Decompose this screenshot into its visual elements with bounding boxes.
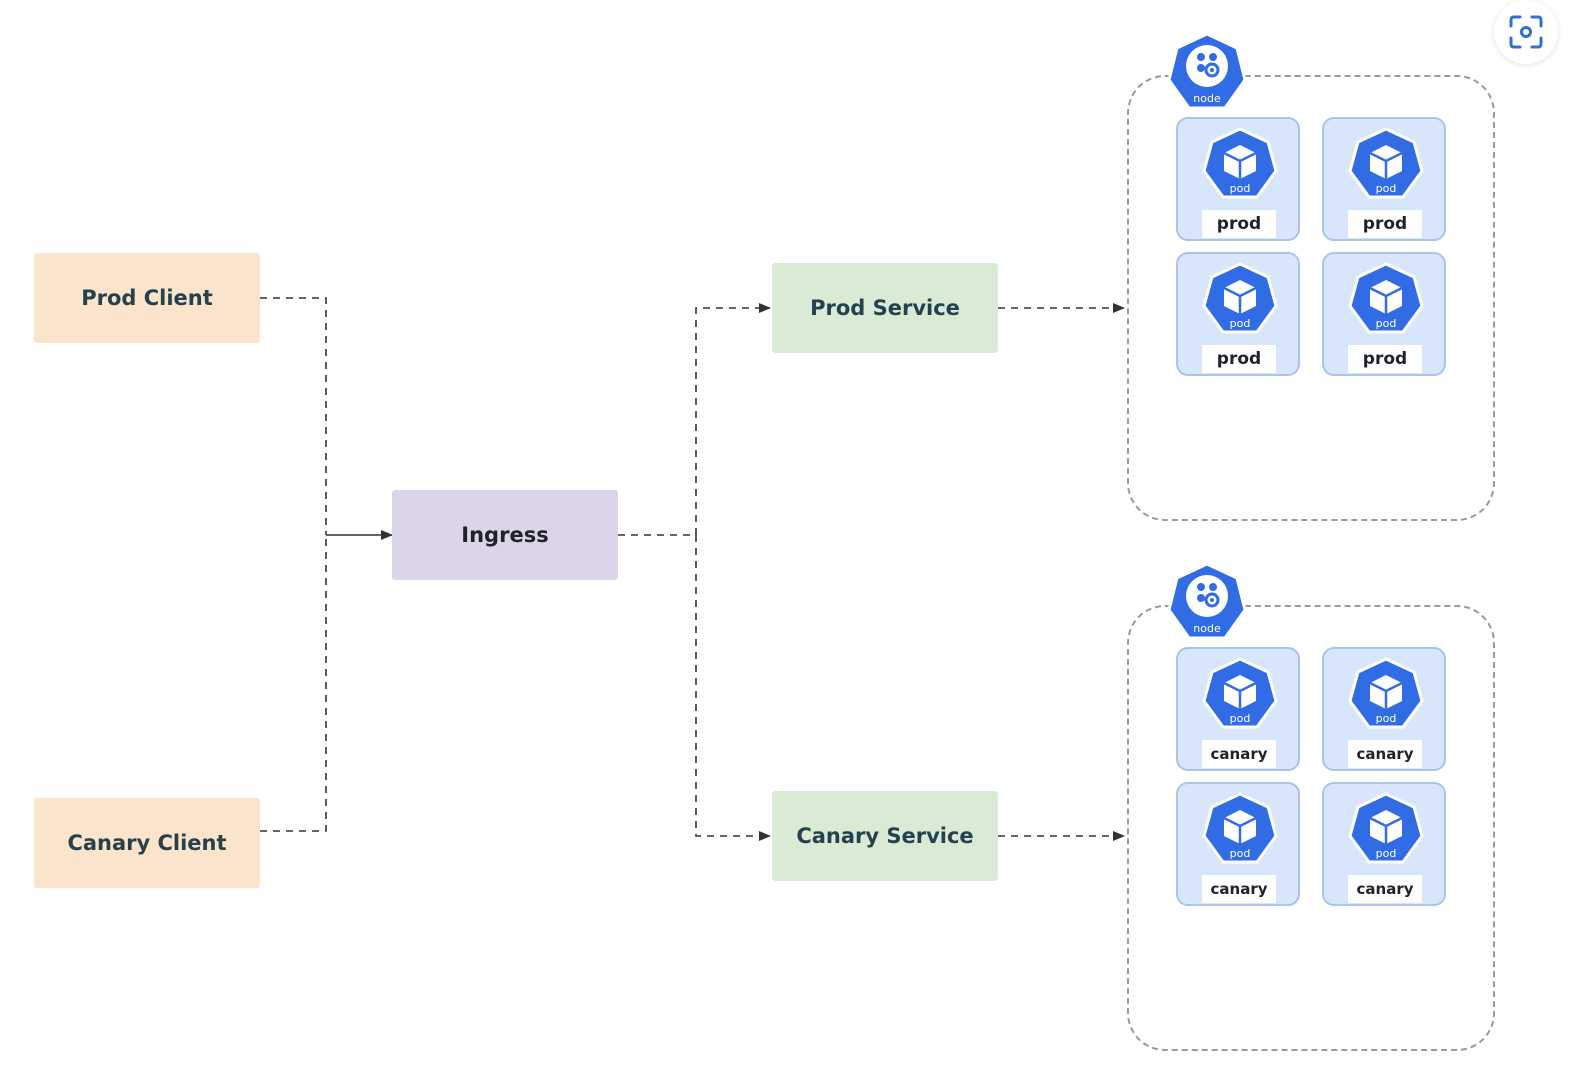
svg-text:pod: pod [1230,847,1251,860]
svg-text:pod: pod [1230,712,1251,725]
pod-icon: pod [1202,127,1278,199]
ingress-label: Ingress [461,523,549,547]
svg-text:pod: pod [1376,182,1397,195]
svg-text:pod: pod [1230,317,1251,330]
node-badge-text: node [1193,92,1221,105]
pod-icon: pod [1348,657,1424,729]
ingress-canary-connector [695,535,771,841]
prod-client-label: Prod Client [81,286,213,310]
pod-card[interactable]: pod canary [1322,647,1446,771]
node-icon: node [1167,562,1247,640]
canary-node-cluster [1127,605,1495,1051]
pod-label: canary [1202,875,1276,903]
canary-service-box[interactable]: Canary Service [772,791,998,881]
pod-card[interactable]: pod prod [1176,117,1300,241]
svg-text:pod: pod [1376,317,1397,330]
pod-card[interactable]: pod canary [1176,647,1300,771]
pod-icon: pod [1202,792,1278,864]
pod-label: prod [1348,345,1422,373]
pod-card[interactable]: pod canary [1322,782,1446,906]
svg-text:pod: pod [1376,847,1397,860]
prod-client-connector [260,297,327,535]
prod-node-cluster [1127,75,1495,521]
pod-label: prod [1202,210,1276,238]
pod-icon: pod [1202,657,1278,729]
prod-client-box[interactable]: Prod Client [34,253,260,343]
pod-icon: pod [1202,262,1278,334]
canary-service-label: Canary Service [796,824,974,848]
pod-label: canary [1348,740,1422,768]
pod-card[interactable]: pod prod [1176,252,1300,376]
pod-label: canary [1348,875,1422,903]
canary-client-box[interactable]: Canary Client [34,798,260,888]
node-icon: node [1167,32,1247,110]
pod-icon: pod [1348,262,1424,334]
canary-client-connector [260,535,327,832]
screenshot-button[interactable] [1494,0,1558,64]
screenshot-icon [1509,15,1543,49]
pod-label: prod [1348,210,1422,238]
ingress-prod-connector [618,303,771,536]
prod-service-label: Prod Service [810,296,960,320]
svg-text:pod: pod [1376,712,1397,725]
canary-client-label: Canary Client [67,831,227,855]
pod-card[interactable]: pod prod [1322,252,1446,376]
pod-icon: pod [1348,127,1424,199]
pod-card[interactable]: pod canary [1176,782,1300,906]
pod-label: canary [1202,740,1276,768]
pod-label: prod [1202,345,1276,373]
prod-service-box[interactable]: Prod Service [772,263,998,353]
svg-text:pod: pod [1230,182,1251,195]
pod-card[interactable]: pod prod [1322,117,1446,241]
ingress-box[interactable]: Ingress [392,490,618,580]
pod-icon: pod [1348,792,1424,864]
node-badge-text: node [1193,622,1221,635]
